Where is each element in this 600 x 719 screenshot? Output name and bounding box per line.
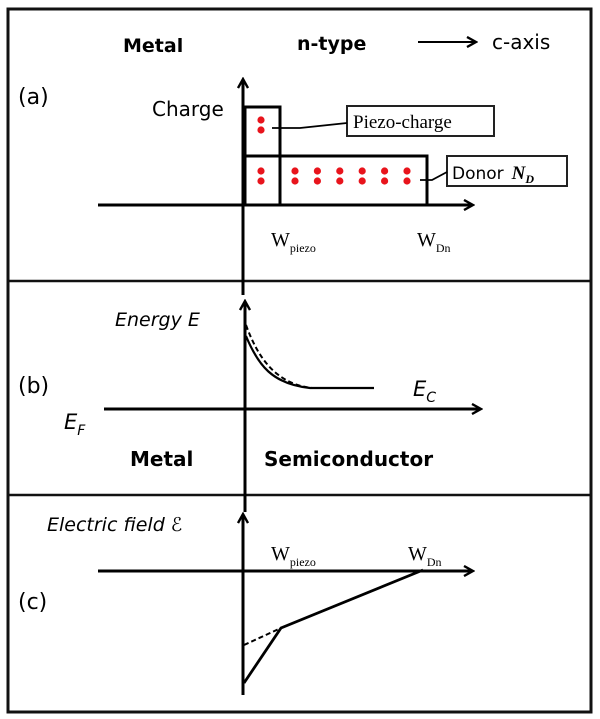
donor-charge-dot — [358, 167, 366, 175]
donor-charge-dot — [313, 167, 321, 175]
donor-charge-dot — [291, 177, 299, 185]
donor-charge-dot — [403, 177, 411, 185]
panel-c: (c) Electric field ℰ Wpiezo WDn — [18, 514, 472, 695]
panel-a-label: (a) — [18, 85, 49, 110]
donor-callout-box — [446, 155, 568, 187]
conduction-band-curve — [244, 335, 374, 390]
donor-charge-dot — [358, 177, 366, 185]
region-semiconductor-label: Semiconductor — [264, 447, 433, 471]
w-piezo-label: Wpiezo — [271, 229, 316, 255]
electric-field-no-piezo — [243, 627, 282, 646]
charge-dots — [257, 116, 411, 185]
electric-field-profile — [242, 568, 424, 684]
piezo-charge-callout-text: Piezo-charge — [353, 112, 452, 133]
header-metal: Metal — [123, 35, 183, 57]
region-metal-label: Metal — [130, 447, 193, 471]
donor-charge-dot — [336, 177, 344, 185]
electric-field-axis-label: Electric field ℰ — [47, 514, 182, 536]
donor-charge-dot — [257, 177, 265, 185]
fermi-level-label: EF — [64, 410, 86, 439]
donor-charge-dot — [257, 167, 265, 175]
donor-charge-dot — [291, 167, 299, 175]
donor-charge-dot — [403, 167, 411, 175]
field-w-piezo-label: Wpiezo — [271, 543, 316, 569]
conduction-band-label: EC — [413, 377, 436, 406]
conduction-band-piezo-curve — [245, 324, 313, 389]
outer-frame — [6, 7, 593, 714]
donor-charge-dot — [381, 177, 389, 185]
energy-axis-label: Energy E — [115, 309, 200, 331]
header-ntype: n-type — [297, 33, 366, 55]
piezo-callout-leader — [272, 122, 348, 129]
header-c-axis: c-axis — [492, 30, 550, 54]
donor-charge-dot — [313, 177, 321, 185]
donor-charge-dot — [336, 167, 344, 175]
field-w-dn-label: WDn — [408, 543, 442, 569]
piezo-charge-dot — [257, 116, 265, 124]
donor-charge-box — [243, 154, 429, 207]
donor-callout-leader — [420, 171, 448, 181]
charge-axis-label: Charge — [152, 97, 224, 121]
w-dn-label: WDn — [417, 229, 451, 255]
piezo-charge-dot — [257, 126, 265, 134]
panel-b: (b) Energy E EF EC Metal Semiconductor — [18, 302, 480, 512]
donor-charge-dot — [381, 167, 389, 175]
panel-a: (a) Metal n-type c-axis Charge Piezo-cha… — [18, 30, 568, 295]
panel-b-label: (b) — [18, 374, 49, 399]
piezo-charge-callout-box — [346, 105, 495, 137]
panel-c-label: (c) — [18, 590, 47, 615]
